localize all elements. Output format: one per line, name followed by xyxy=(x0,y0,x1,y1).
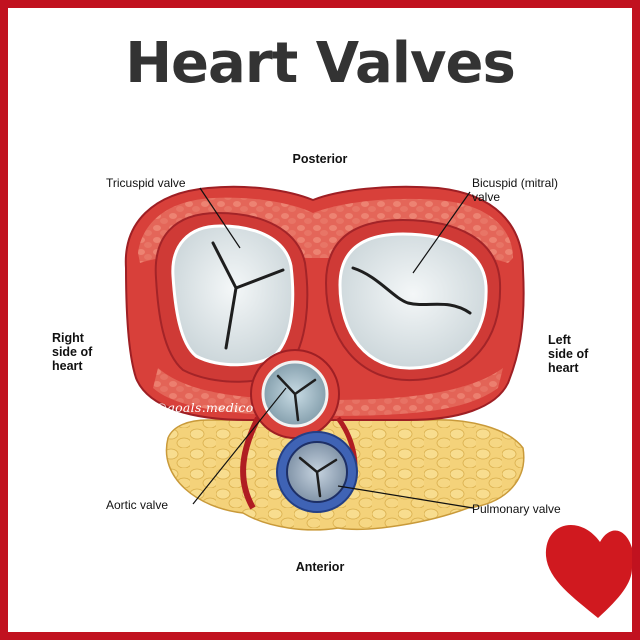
right-side-line-1: Right xyxy=(52,331,84,345)
right-side-label: Right side of heart xyxy=(52,331,92,373)
right-side-line-3: heart xyxy=(52,359,83,373)
aortic-valve-label: Aortic valve xyxy=(106,498,169,512)
tricuspid-valve-opening xyxy=(171,224,295,367)
anterior-label: Anterior xyxy=(295,560,345,574)
coronary-artery-left xyxy=(240,416,261,510)
heart-icon xyxy=(545,525,632,618)
mitral-valve-opening xyxy=(338,232,488,370)
tricuspid-valve-label: Tricuspid valve xyxy=(106,176,186,190)
bicuspid-line-1: Bicuspid (mitral) xyxy=(472,176,559,190)
heart-valves-diagram xyxy=(124,185,632,618)
right-side-line-2: side of xyxy=(52,345,93,359)
bicuspid-valve-label: Bicuspid (mitral) valve xyxy=(472,176,558,204)
left-side-line-1: Left xyxy=(548,333,571,347)
watermark: @goals.medico xyxy=(154,400,254,415)
tricuspid-commissure xyxy=(211,241,285,350)
leader-bicuspid xyxy=(412,191,471,274)
posterior-label: Posterior xyxy=(292,152,348,166)
left-side-line-2: side of xyxy=(548,347,589,361)
pulmonary-valve-label: Pulmonary valve xyxy=(472,502,561,516)
bicuspid-line-2: valve xyxy=(472,190,501,204)
left-side-label: Left side of heart xyxy=(548,333,588,375)
muscle-texture-lower xyxy=(153,368,503,416)
page-title: Heart Valves xyxy=(125,31,516,96)
mitral-commissure xyxy=(351,266,472,315)
aortic-commissure xyxy=(276,374,317,422)
leader-pulmonary xyxy=(337,485,474,509)
left-side-line-3: heart xyxy=(548,361,579,375)
pulmonary-commissure xyxy=(298,456,338,498)
leader-tricuspid xyxy=(199,187,241,249)
leader-aortic xyxy=(192,387,287,505)
